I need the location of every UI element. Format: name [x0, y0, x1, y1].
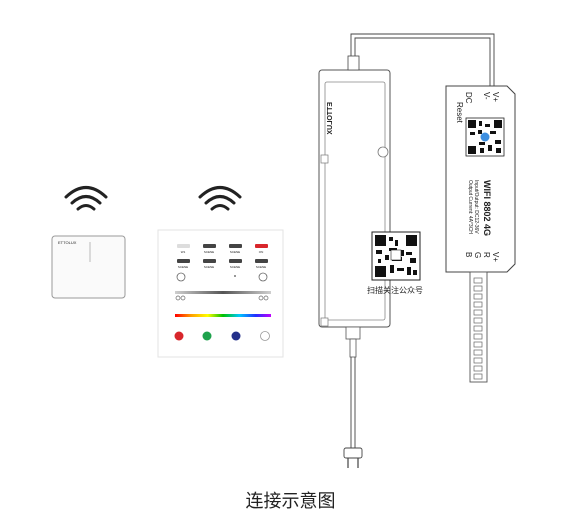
led-cell [473, 301, 483, 308]
wifi-controller: V+ V- DC Reset WIFI 8802 4G Input/Output… [445, 85, 516, 273]
qr-code-main [371, 231, 421, 281]
remote-minus-button[interactable] [176, 272, 186, 282]
diagram-caption: 连接示意图 [245, 491, 336, 512]
led-cell [473, 341, 483, 348]
led-cell [473, 285, 483, 292]
remote-button-scene-2[interactable] [229, 244, 242, 248]
wifi-icon-left [64, 186, 108, 211]
qr-label: 扫描关注公众号 [367, 285, 423, 295]
ctrl-label-vplus-bottom: V+ [491, 252, 500, 262]
ctrl-indicator-led [480, 132, 490, 142]
remote-button-w1[interactable] [177, 244, 190, 248]
remote-button-row2: SCENE SCENE SCENE SCENE [177, 259, 268, 269]
ctrl-label-dc: DC [464, 92, 473, 104]
color-button-red[interactable] [174, 331, 184, 341]
ctrl-label-g: G [473, 252, 482, 258]
led-cell [473, 277, 483, 284]
slider-handles [175, 295, 269, 301]
led-cell [473, 349, 483, 356]
color-button-white[interactable] [260, 331, 270, 341]
led-cell [473, 365, 483, 372]
remote-label-1-1: W1 [181, 250, 186, 254]
led-cell [473, 293, 483, 300]
led-cell [473, 357, 483, 364]
wifi-icon-right [198, 186, 242, 211]
led-cell [473, 325, 483, 332]
brightness-slider[interactable] [175, 291, 271, 294]
psu-logo: ETTOLUX [327, 102, 334, 135]
remote-plus-button[interactable] [258, 272, 268, 282]
remote-label-2-3: SCENE [230, 265, 240, 269]
remote-button-scene-5[interactable] [229, 259, 242, 263]
remote-panel: W1 SCENE SCENE ON SCENE SCENE SCENE SCEN… [157, 229, 284, 358]
switch-logo: ETTOLUX [58, 240, 77, 245]
ctrl-label-vminus: V- [482, 92, 491, 100]
ac-cable [343, 326, 363, 468]
remote-button-row1: W1 SCENE SCENE ON [177, 244, 268, 254]
ctrl-label-b: B [464, 252, 473, 257]
remote-button-scene-4[interactable] [203, 259, 216, 263]
remote-label-1-3: SCENE [230, 250, 240, 254]
ctrl-reset-label: Reset [455, 102, 464, 124]
led-cell [473, 317, 483, 324]
remote-button-scene-1[interactable] [203, 244, 216, 248]
remote-label-1-2: SCENE [204, 250, 214, 254]
ctrl-spec-1: Input/Output: DC12-36V [473, 180, 479, 234]
remote-center-dot [234, 275, 236, 277]
color-button-green[interactable] [202, 331, 212, 341]
dc-wires [350, 33, 495, 90]
led-cell [473, 309, 483, 316]
ctrl-spec-2: Output Current: 4A*3CH [467, 180, 473, 234]
led-strip [469, 271, 488, 383]
remote-label-2-2: SCENE [204, 265, 214, 269]
remote-button-on[interactable] [255, 244, 268, 248]
ctrl-model: WIFI 8802 4G [482, 180, 492, 236]
led-cell [473, 333, 483, 340]
remote-button-scene-6[interactable] [255, 259, 268, 263]
led-cell [473, 373, 483, 380]
ctrl-label-r: R [482, 252, 491, 258]
remote-label-2-4: SCENE [256, 265, 266, 269]
color-slider[interactable] [175, 314, 271, 317]
remote-label-2-1: SCENE [178, 265, 188, 269]
ctrl-qr-code [465, 117, 505, 157]
remote-button-scene-3[interactable] [177, 259, 190, 263]
color-button-blue[interactable] [231, 331, 241, 341]
ctrl-label-vplus-top: V+ [491, 92, 500, 102]
remote-label-1-4: ON [259, 250, 264, 254]
wall-switch: ETTOLUX [51, 235, 126, 299]
